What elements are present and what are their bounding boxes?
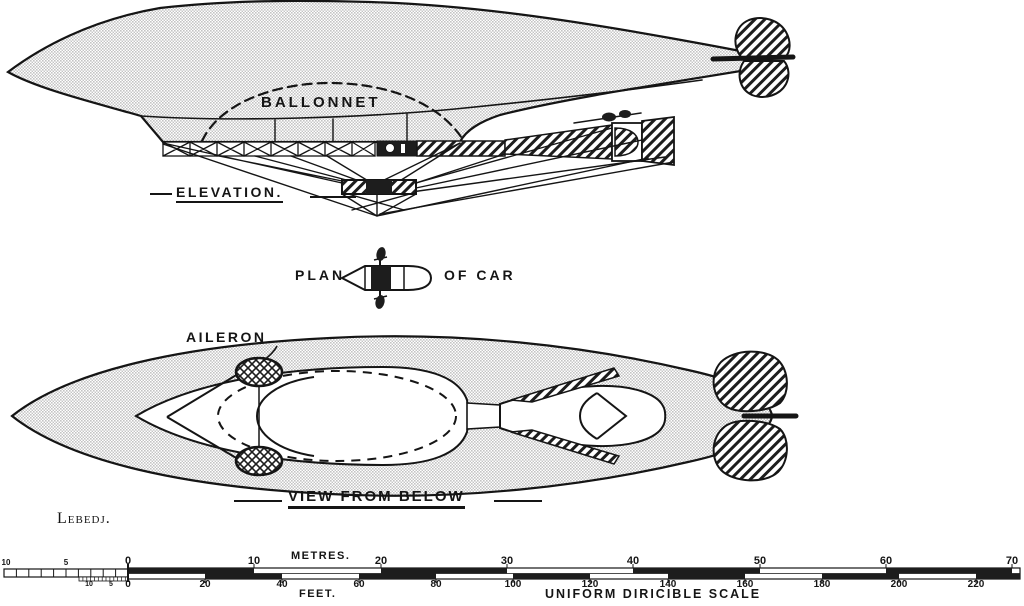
metres-minor-tick: 10 — [1, 558, 11, 567]
rear-fin-top — [510, 367, 621, 403]
metres-tick: 60 — [879, 555, 893, 567]
scale-bar — [3, 564, 1021, 583]
feet-tick: 180 — [813, 579, 831, 590]
feet-tick: 120 — [581, 579, 599, 590]
ballonnet-label: BALLONNET — [261, 94, 381, 111]
feet-title: FEET. — [299, 588, 337, 600]
rudder-drum — [614, 127, 639, 157]
elevation-view — [5, 0, 796, 217]
rigging-cables — [162, 127, 675, 217]
stern-cone — [641, 115, 675, 167]
scale-left-metre-ticks — [15, 569, 117, 577]
keel-truss — [162, 141, 376, 157]
motor-pulley — [385, 143, 395, 153]
keel-neck — [466, 402, 501, 430]
feet-tick: 20 — [199, 579, 211, 590]
scale-metres-blocks — [128, 568, 1012, 574]
feet-tick: 100 — [504, 579, 522, 590]
aileron-bottom — [234, 445, 284, 477]
motor-bar — [401, 144, 405, 153]
aileron-top — [234, 356, 284, 388]
tail-lobe-lower — [712, 419, 788, 482]
feet-tick: 200 — [890, 579, 908, 590]
ballonnet-below-dashed — [217, 370, 457, 462]
metres-tick: 30 — [500, 555, 514, 567]
bottom-view — [10, 335, 799, 497]
feet-tick: 140 — [659, 579, 677, 590]
rear-fin-bottom — [510, 429, 621, 465]
feet-minor-tick: 10 — [85, 581, 93, 588]
feet-tick: 220 — [967, 579, 985, 590]
metres-tick: 70 — [1005, 555, 1019, 567]
car-plan-view — [339, 247, 433, 309]
aileron-pointer — [260, 345, 278, 364]
feet-tick: 0 — [125, 579, 131, 590]
metres-tick: 0 — [124, 555, 132, 567]
metres-title: METRES. — [291, 550, 351, 562]
feet-tick: 80 — [430, 579, 442, 590]
feet-minor-tick: 5 — [109, 581, 113, 588]
view-below-dash-left — [234, 500, 282, 502]
metres-tick: 40 — [626, 555, 640, 567]
metres-minor-tick: 5 — [63, 558, 69, 567]
scale-metre-label-ticks — [253, 564, 1013, 568]
gasbag-front-arc — [256, 376, 315, 457]
rudder-arc — [578, 392, 598, 440]
envelope-elevation — [5, 0, 772, 144]
elevation-dash-right — [310, 196, 356, 198]
car-cabin-dark — [366, 180, 392, 194]
keel-hatched-band — [416, 140, 506, 157]
tail-fin-lower — [738, 60, 790, 98]
tail-lobe-upper — [712, 350, 788, 413]
prop-hub-1 — [602, 112, 616, 122]
scale-left-feet-ticks — [82, 577, 126, 581]
elevation-label: ELEVATION. — [176, 184, 283, 203]
prop-hub-2 — [619, 110, 631, 118]
feet-tick: 160 — [736, 579, 754, 590]
car-prop-blade-bottom — [375, 295, 385, 309]
aileron-label: AILERON — [186, 329, 267, 345]
scale-feet-label-ticks — [204, 579, 977, 583]
view-below-dash-right — [494, 500, 542, 502]
car-engine-dark — [371, 266, 391, 290]
suspension-v-lines — [166, 373, 239, 460]
rudder-chevron — [596, 392, 628, 440]
feet-tick: 60 — [353, 579, 365, 590]
metres-tick: 10 — [247, 555, 261, 567]
attribution-label: Lebedj. — [57, 510, 111, 527]
feet-tick: 40 — [276, 579, 288, 590]
elevation-dash-left — [150, 193, 172, 195]
scale-title: UNIFORM DIRICIBLE SCALE — [545, 587, 762, 601]
stern-propeller — [710, 54, 796, 62]
car-prop-blade-top — [376, 247, 386, 261]
ballonnet-outline — [200, 81, 465, 143]
envelope-posts — [274, 113, 408, 143]
keel-motor-box — [376, 140, 418, 157]
view-from-below-label: VIEW FROM BELOW — [288, 488, 465, 509]
plan-label: PLAN — [295, 267, 346, 283]
envelope-crease-line — [140, 79, 703, 120]
metres-tick: 50 — [753, 555, 767, 567]
scale-feet-blocks — [205, 573, 1020, 579]
of-car-label: OF CAR — [444, 267, 516, 283]
tail-fin-upper — [734, 17, 791, 58]
metres-tick: 20 — [374, 555, 388, 567]
